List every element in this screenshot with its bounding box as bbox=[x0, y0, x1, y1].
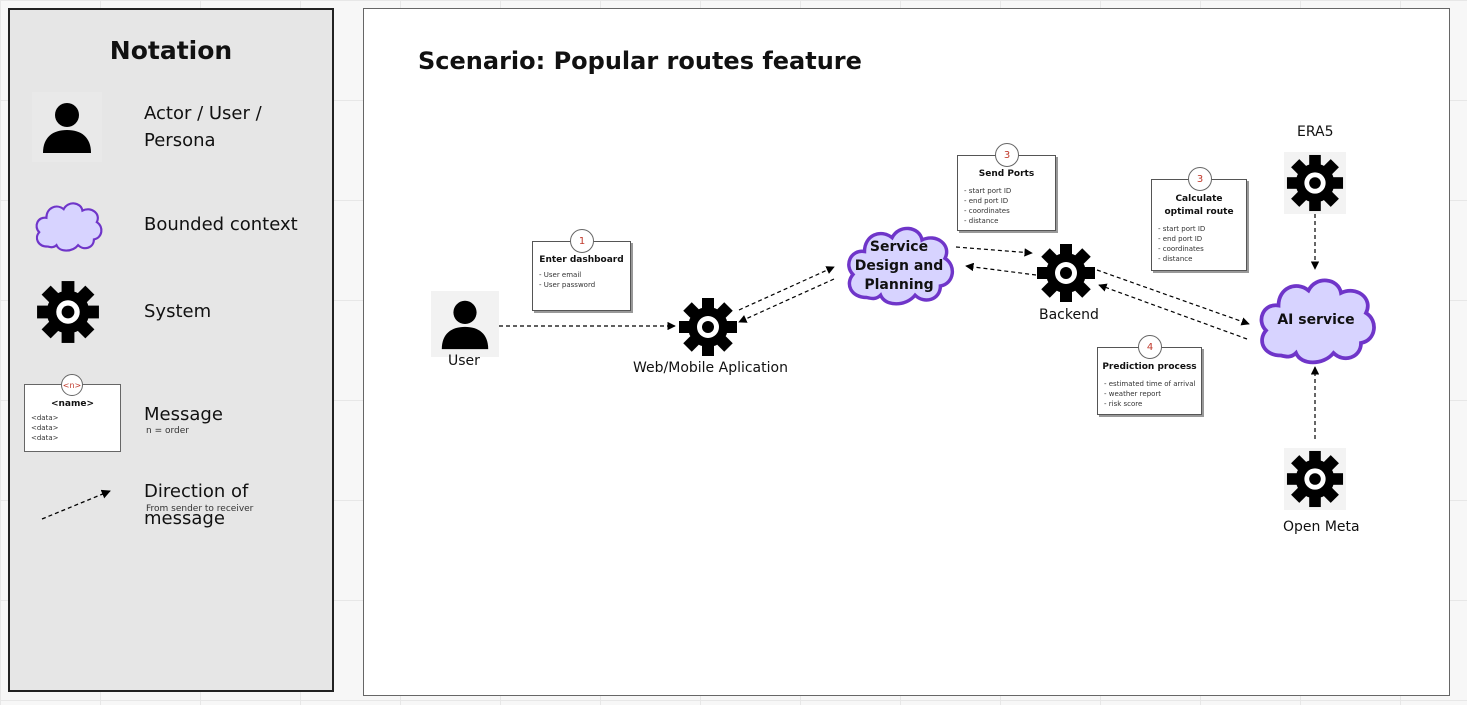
user-label: User bbox=[448, 353, 480, 369]
message-data-item: - coordinates bbox=[964, 207, 1010, 215]
backend-label: Backend bbox=[1039, 307, 1099, 323]
legend-message-title: <name> bbox=[50, 399, 95, 409]
scenario-title: Scenario: Popular routes feature bbox=[418, 47, 862, 75]
era5-label: ERA5 bbox=[1297, 124, 1334, 140]
message-data-item: - estimated time of arrival bbox=[1104, 380, 1196, 388]
message-title: Send Ports bbox=[978, 169, 1035, 179]
message-data-item: - start port ID bbox=[1158, 225, 1206, 233]
message-data-list: - start port ID - end port ID - coordina… bbox=[964, 186, 1011, 226]
dashed-arrow-icon bbox=[41, 489, 111, 520]
arrow-service-to-webapp bbox=[738, 278, 835, 323]
legend-message-label: Message bbox=[144, 404, 223, 425]
legend-bounded-context-label: Bounded context bbox=[144, 214, 298, 235]
message-data-item: - User email bbox=[539, 271, 582, 279]
message-data-item: - distance bbox=[964, 217, 999, 225]
legend-actor-label: Actor / User / Persona bbox=[144, 103, 262, 151]
message-data-item: - start port ID bbox=[964, 187, 1012, 195]
message-order-number: 3 bbox=[1188, 167, 1212, 191]
message-prediction-process: 4 Prediction process - estimated time of… bbox=[1097, 335, 1202, 415]
person-icon bbox=[32, 92, 102, 162]
message-data-item: - User password bbox=[539, 281, 596, 289]
arrow-backend-to-service bbox=[965, 262, 1037, 276]
backend-gear-icon bbox=[1037, 244, 1095, 302]
arrow-webapp-to-service bbox=[738, 266, 835, 311]
legend-message-data: <data> <data> <data> bbox=[31, 414, 59, 442]
message-title: Enter dashboard bbox=[539, 255, 624, 265]
legend-message-number: <n> bbox=[61, 374, 83, 396]
connectors bbox=[499, 214, 1320, 439]
message-order-number: 3 bbox=[995, 143, 1019, 167]
legend-message-box: <n> <name> <data> <data> <data> bbox=[24, 374, 121, 452]
message-data-item: - coordinates bbox=[1158, 245, 1204, 253]
open-meta-gear-icon bbox=[1284, 448, 1346, 510]
diagram-panel: Scenario: Popular routes feature User We… bbox=[363, 8, 1450, 696]
notation-panel: Notation Actor / User / Persona Bounded … bbox=[8, 8, 334, 692]
ai-service-label: AI service bbox=[1277, 312, 1355, 328]
era5-gear-icon bbox=[1284, 152, 1346, 214]
legend-direction-label: Direction of message bbox=[144, 481, 249, 529]
message-calculate-optimal-route: 3 Calculate optimal route - start port I… bbox=[1151, 167, 1247, 271]
message-data-item: - distance bbox=[1158, 255, 1193, 263]
user-icon bbox=[431, 291, 499, 357]
notation-title: Notation bbox=[109, 36, 233, 65]
legend-system-label: System bbox=[144, 301, 212, 322]
message-data-list: - start port ID - end port ID - coordina… bbox=[1158, 224, 1205, 264]
message-order-number: 4 bbox=[1138, 335, 1162, 359]
message-enter-dashboard: 1 Enter dashboard - User email - User pa… bbox=[532, 229, 631, 311]
message-title: Calculate optimal route bbox=[1164, 194, 1234, 217]
service-design-label: Service Design and Planning bbox=[854, 239, 944, 293]
arrow-service-to-backend bbox=[955, 246, 1033, 257]
message-data-item: - end port ID bbox=[1158, 235, 1203, 243]
legend-direction-sub: From sender to receiver bbox=[146, 504, 254, 514]
message-data-list: - User email - User password bbox=[539, 270, 595, 290]
message-data-item: - risk score bbox=[1104, 400, 1143, 408]
cloud-icon bbox=[35, 202, 103, 252]
webapp-gear-icon bbox=[679, 298, 737, 356]
message-title: Prediction process bbox=[1102, 362, 1197, 372]
open-meta-label: Open Meta bbox=[1283, 519, 1360, 535]
arrow-backend-to-ai bbox=[1096, 269, 1250, 326]
message-data-item: - weather report bbox=[1104, 390, 1162, 398]
gear-icon bbox=[37, 281, 99, 343]
message-data-list: - estimated time of arrival - weather re… bbox=[1104, 379, 1195, 409]
message-order-number: 1 bbox=[570, 229, 594, 253]
message-data-item: - end port ID bbox=[964, 197, 1009, 205]
legend-message-sub: n = order bbox=[146, 426, 189, 436]
webapp-label: Web/Mobile Aplication bbox=[633, 360, 788, 376]
arrow-ai-to-backend bbox=[1098, 283, 1248, 340]
message-send-ports: 3 Send Ports - start port ID - end port … bbox=[957, 143, 1056, 231]
